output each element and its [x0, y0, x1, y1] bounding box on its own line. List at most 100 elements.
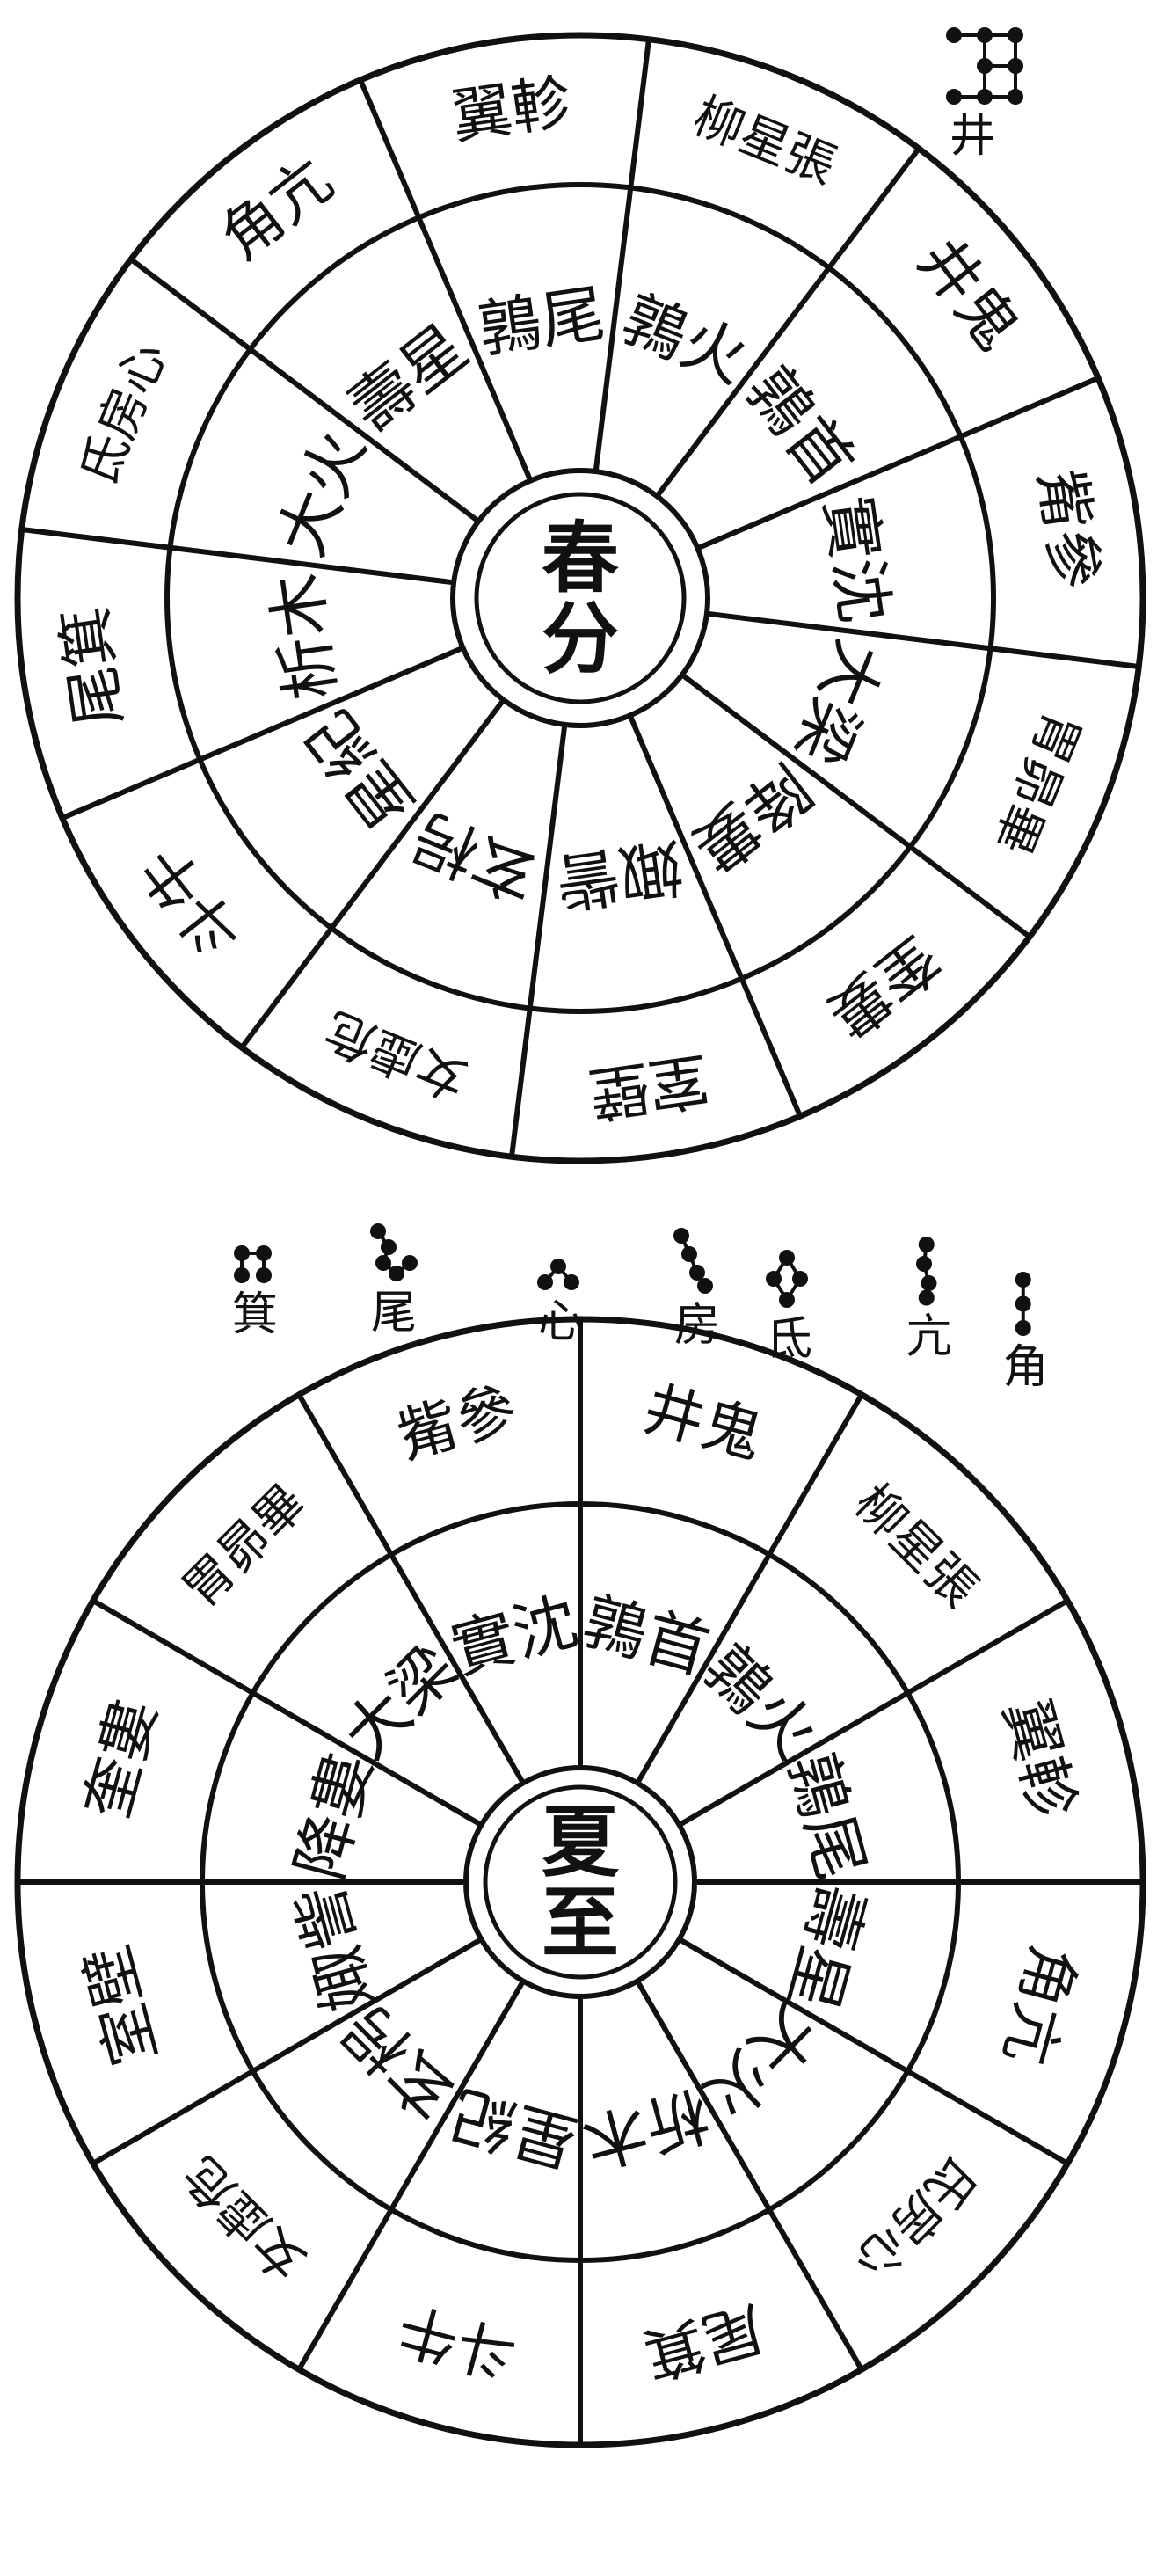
outer-ring-label: 井鬼: [904, 226, 1032, 363]
star-dot: [977, 58, 993, 74]
sector-divider: [512, 725, 564, 1157]
outer-ring-label: 井鬼: [637, 1375, 770, 1473]
star-dot: [256, 1245, 272, 1261]
star-dot: [1015, 1272, 1031, 1288]
inner-ring-label: 星紀: [444, 2076, 586, 2180]
inner-ring-label: 鶉首: [732, 354, 869, 499]
star-dot: [697, 1278, 713, 1294]
inner-ring-label: 實沈: [444, 1584, 586, 1688]
inner-ring-label: 析木: [258, 569, 349, 704]
inner-ring-label: 降婁: [282, 1746, 386, 1887]
center-label: 春分: [542, 512, 619, 684]
outer-ring-label: 室壁: [73, 1938, 171, 2072]
inner-ring-label: 娵訾: [282, 1878, 386, 2019]
star-dot: [946, 27, 962, 43]
star-dot: [537, 1274, 553, 1290]
constellation-label: 氐: [767, 1313, 812, 1366]
constellation-4: 氐: [766, 1250, 812, 1366]
inner-ring-label: 玄枵: [404, 799, 549, 915]
outer-ring-label: 胃昴畢: [172, 1474, 317, 1619]
inner-ring-label: 壽星: [775, 1878, 878, 2019]
center-label: 夏至: [542, 1796, 620, 1968]
outer-ring-label: 斗牛: [128, 833, 257, 970]
star-dot: [550, 1259, 566, 1274]
outer-ring-label: 角亢: [990, 1938, 1088, 2072]
outer-ring-label: 奎婁: [815, 922, 952, 1050]
star-dot: [779, 1292, 795, 1308]
star-dot: [402, 1255, 418, 1271]
outer-ring-label: 斗牛: [390, 2292, 524, 2390]
inner-ring-label: 壽星: [336, 310, 481, 446]
inner-ring-label: 鶉火: [612, 281, 757, 398]
inner-ring-label: 析木: [576, 2076, 717, 2180]
star-dot: [977, 89, 993, 105]
star-dot: [921, 1275, 937, 1291]
constellation-label: 井: [950, 110, 995, 163]
spring-equinox-wheel: 鶉火鶉首實沈大梁降婁娵訾玄枵星紀析木大火壽星鶉尾柳星張井鬼觜參胃昴畢奎婁室壁女虛…: [18, 35, 1143, 1161]
outer-ring-label: 尾箕: [637, 2292, 770, 2390]
outer-ring-label: 尾箕: [50, 602, 135, 731]
star-dot: [919, 1290, 935, 1306]
star-dot: [1008, 58, 1023, 74]
inner-ring-label: 大火: [264, 421, 380, 566]
constellation-0: 井: [946, 27, 1023, 163]
sector-divider: [707, 614, 1139, 667]
constellation-label: 心: [538, 1295, 584, 1348]
constellation-1: 尾: [370, 1223, 418, 1339]
star-dot: [766, 1271, 782, 1287]
center-label-char: 至: [542, 1877, 619, 1968]
star-dot: [977, 27, 993, 43]
summer-solstice-wheel: 鶉首鶉火鶉尾壽星大火析木星紀玄枵娵訾降婁大梁實沈井鬼柳星張翼軫角亢氐房心尾箕斗牛…: [18, 1319, 1143, 2445]
star-dot: [779, 1250, 795, 1266]
inner-ring-label: 降婁: [680, 750, 825, 887]
outer-ring-label: 翼軫: [990, 1692, 1088, 1826]
inner-ring-label: 娵訾: [551, 829, 687, 920]
constellation-3: 房: [673, 1228, 720, 1352]
constellation-label: 房: [674, 1299, 720, 1352]
outer-ring-label: 女虛危: [172, 2145, 317, 2290]
inner-ring-label: 實沈: [811, 492, 902, 627]
star-dot: [1008, 89, 1023, 105]
star-dot: [1008, 27, 1023, 43]
constellation-2: 心: [537, 1259, 584, 1348]
center-label-char: 夏: [542, 1796, 620, 1887]
star-dot: [792, 1271, 808, 1287]
inner-ring-label: 鶉尾: [775, 1746, 878, 1887]
inner-ring-label: 鶉尾: [474, 276, 609, 367]
outer-ring-label: 翼軫: [448, 68, 576, 153]
constellation-label: 亢: [906, 1311, 951, 1364]
star-dot: [234, 1245, 250, 1261]
star-dot: [916, 1256, 932, 1272]
star-dot: [1015, 1296, 1031, 1312]
star-dot: [681, 1246, 697, 1262]
inner-ring-label: 星紀: [292, 697, 428, 843]
star-dot: [1015, 1320, 1031, 1336]
outer-ring-label: 奎婁: [73, 1692, 171, 1826]
star-dot: [689, 1265, 705, 1281]
outer-ring-label: 氐房心: [69, 334, 178, 493]
outer-ring-label: 氐房心: [843, 2145, 988, 2290]
star-dot: [389, 1266, 404, 1281]
outer-ring-label: 柳星張: [843, 1474, 988, 1619]
sector-divider: [596, 40, 649, 471]
star-dot: [370, 1223, 386, 1239]
outer-ring-label: 女虛危: [317, 1001, 475, 1109]
constellation-6: 角: [1002, 1272, 1048, 1394]
constellation-0: 箕: [232, 1245, 278, 1341]
star-dot: [256, 1267, 272, 1283]
outer-ring-label: 室壁: [585, 1043, 713, 1128]
constellation-label: 尾: [371, 1287, 417, 1339]
star-dot: [919, 1237, 935, 1252]
inner-ring-label: 鶉首: [576, 1584, 717, 1688]
star-dot: [381, 1239, 397, 1255]
sector-divider: [22, 529, 454, 582]
star-dot: [946, 89, 962, 105]
outer-ring-label: 柳星張: [686, 87, 844, 195]
outer-ring-label: 觜參: [1025, 465, 1110, 594]
star-dot: [673, 1228, 689, 1244]
constellation-label: 角: [1002, 1341, 1048, 1394]
outer-ring-label: 角亢: [208, 146, 346, 274]
center-label-char: 分: [542, 593, 619, 684]
